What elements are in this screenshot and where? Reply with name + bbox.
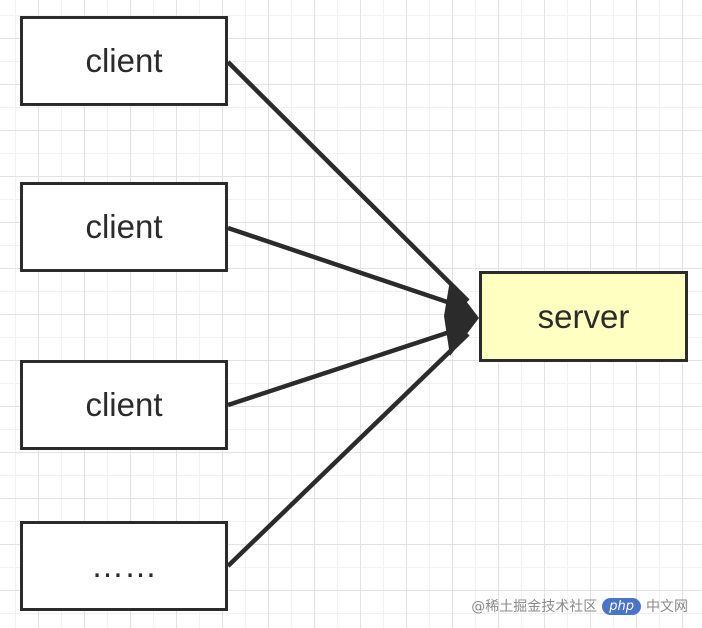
watermark-source: @稀土掘金技术社区: [471, 599, 598, 615]
client-node: client: [20, 360, 228, 450]
edge-client-1-server: [226, 60, 470, 303]
client-label: client: [85, 208, 163, 245]
arrowhead: [444, 280, 479, 356]
edge-client-2-server: [227, 225, 469, 312]
php-logo: php: [602, 597, 641, 615]
watermark: @稀土掘金技术社区 php 中文网: [471, 596, 688, 616]
client-label: client: [85, 386, 163, 423]
client-node: client: [20, 182, 228, 272]
ellipsis-node: ……: [20, 521, 228, 611]
client-node: client: [20, 16, 228, 106]
ellipsis-label: ……: [91, 547, 157, 584]
edge-client-4-server: [226, 332, 470, 568]
edge-client-3-server: [227, 323, 469, 408]
server-label: server: [537, 297, 630, 335]
client-label: client: [85, 42, 163, 79]
watermark-suffix: 中文网: [646, 599, 688, 615]
server-node: server: [479, 271, 688, 362]
